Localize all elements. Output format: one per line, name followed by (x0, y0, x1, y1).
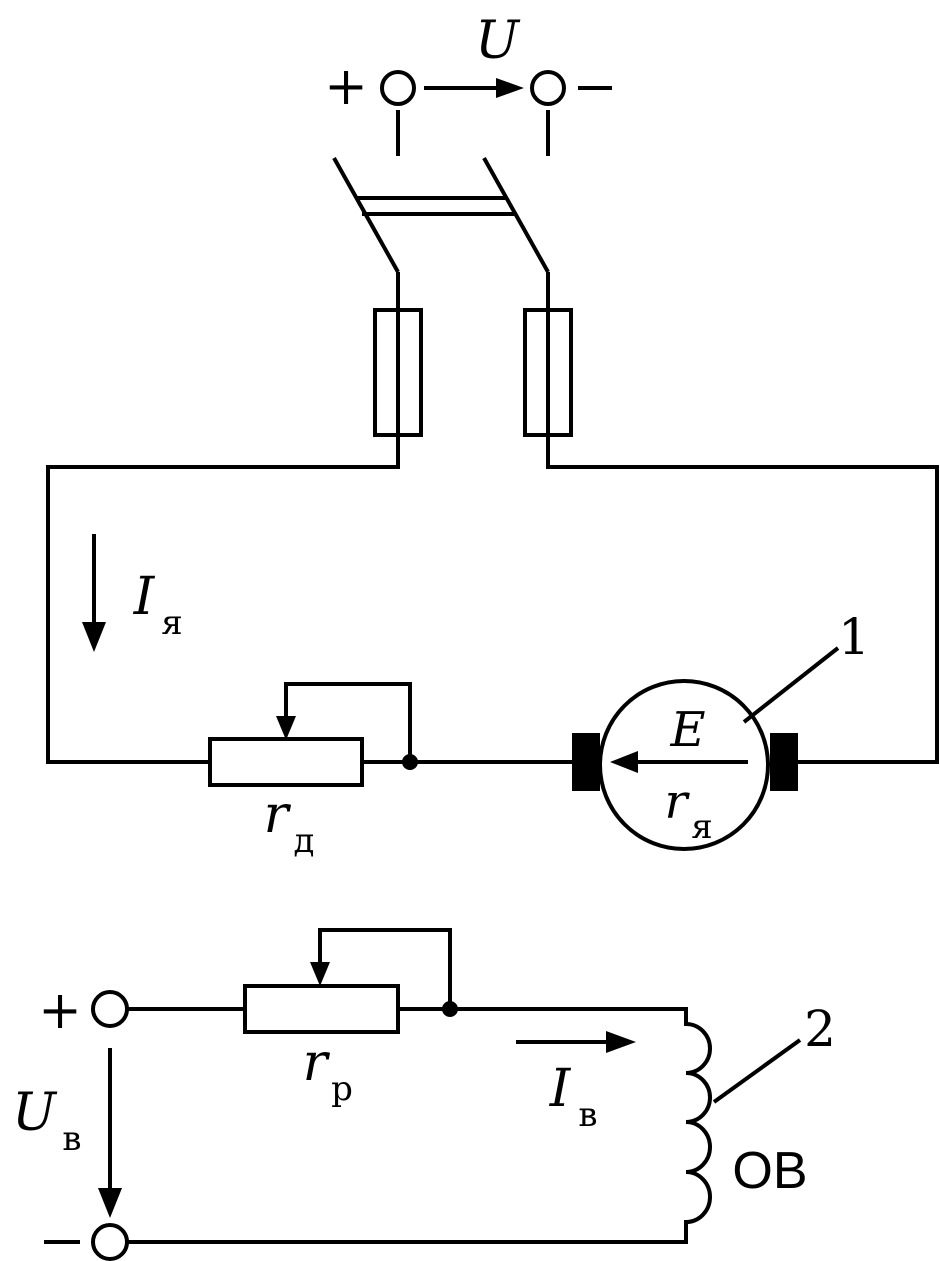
field-rheostat (243, 984, 400, 1034)
armature-resistance-label: r (665, 774, 691, 830)
callout-line-1 (742, 646, 840, 724)
field-wire-top-right (396, 1007, 688, 1026)
field-winding-label: ОВ (732, 1142, 807, 1200)
field-rheostat-label: r (303, 1033, 331, 1093)
supply-voltage-arrowhead (496, 78, 524, 98)
field-terminal-negative (91, 1223, 129, 1261)
starting-rheostat-slider-wire (284, 682, 412, 762)
field-voltage-label: U (12, 1083, 58, 1143)
emf-arrowhead (610, 751, 638, 773)
callout-label-2: 2 (804, 1000, 836, 1058)
double-pole-switch (332, 157, 550, 310)
supply-terminal-negative (530, 70, 566, 106)
field-plus-sign: + (38, 981, 82, 1041)
field-circuit: + U в r р I в ОВ 2 (12, 928, 836, 1261)
starting-rheostat (208, 737, 364, 787)
field-voltage-subscript: в (62, 1119, 81, 1159)
armature-circuit: I я r д E r я 1 (46, 433, 939, 861)
field-rheostat-subscript: р (331, 1069, 353, 1109)
starting-rheostat-subscript: д (294, 821, 315, 861)
field-current-subscript: в (578, 1095, 597, 1135)
field-terminal-positive (91, 990, 129, 1028)
field-winding (685, 1022, 712, 1224)
field-voltage-arrowhead (98, 1188, 122, 1218)
starting-rheostat-slider-arrowhead (276, 716, 296, 740)
starting-rheostat-label: r (264, 785, 292, 845)
switch-blade-right (482, 157, 550, 273)
supply-terminal-positive (380, 70, 416, 106)
field-rheostat-junction (442, 1001, 458, 1017)
fuses (373, 308, 573, 437)
field-wire-bottom (125, 1220, 688, 1244)
callout-label-1: 1 (838, 608, 870, 666)
armature-wire-right (546, 433, 939, 764)
armature-current-label: I (133, 567, 156, 627)
field-rheostat-slider-arrowhead (310, 962, 330, 986)
armature-wire-left (46, 433, 400, 764)
field-current-label: I (549, 1059, 572, 1119)
supply-terminals: + U (324, 11, 612, 156)
emf-label: E (669, 702, 705, 758)
callout-line-2 (712, 1038, 802, 1104)
field-current-arrowhead (606, 1031, 636, 1053)
armature-current-arrowhead (82, 622, 106, 652)
armature-resistance-subscript: я (691, 807, 712, 847)
motor-brush-left (572, 733, 600, 791)
starting-rheostat-junction (402, 754, 418, 770)
field-rheostat-slider-wire (318, 928, 452, 1009)
motor-brush-right (770, 733, 798, 791)
armature-current-subscript: я (161, 603, 182, 643)
supply-plus-sign: + (324, 57, 368, 117)
supply-voltage-label: U (475, 11, 521, 71)
